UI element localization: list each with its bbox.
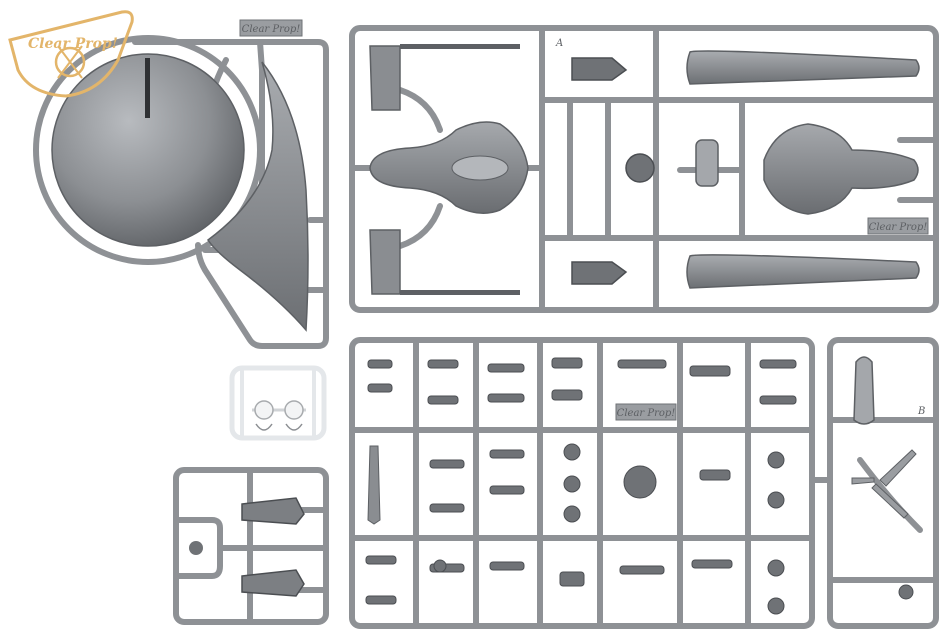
dome-part [51,53,245,247]
sprue-frame-a [349,25,939,313]
fuselage-part-right [763,123,919,215]
clear-sprue [229,365,327,441]
clear-prop-logo: Clear Prop! [8,10,134,98]
engine-part-small-lower [241,569,305,597]
tail-fin-part-lower [369,229,401,295]
sprue-frame-b [349,337,939,629]
fuselage-part-left [369,121,529,214]
frame-letter-b: B [917,406,925,417]
engine-part-upper [571,57,628,81]
small-hub-part [189,541,203,555]
rotor-blade-part-lower [686,254,920,289]
brand-mark-a: Clear Prop! [867,217,929,235]
seat-part [695,139,719,187]
brand-mark-dome: Clear Prop! [239,19,303,37]
hub-part [625,153,655,183]
tail-fin-part-upper [369,45,401,111]
rod-part-upper [400,44,520,49]
brand-mark-text: Clear Prop! [617,408,676,419]
logo-text: Clear Prop! [28,36,118,52]
engine-part-small-upper [241,497,305,525]
brand-mark-text: Clear Prop! [869,222,928,233]
scimitar-blade-part [206,61,309,332]
rod-part-lower [400,290,520,295]
engine-part-lower [571,261,628,285]
frame-letter-a: A [555,38,563,49]
brand-mark-b: Clear Prop! [615,403,677,421]
sprue-frame-small [173,467,329,625]
clear-propeller-part [851,449,917,519]
small-parts-b [365,357,914,615]
pilot-figure-part [853,356,875,425]
propeller-part [367,445,381,525]
brand-mark-text: Clear Prop! [242,24,301,35]
rotor-blade-part-upper [686,50,920,85]
